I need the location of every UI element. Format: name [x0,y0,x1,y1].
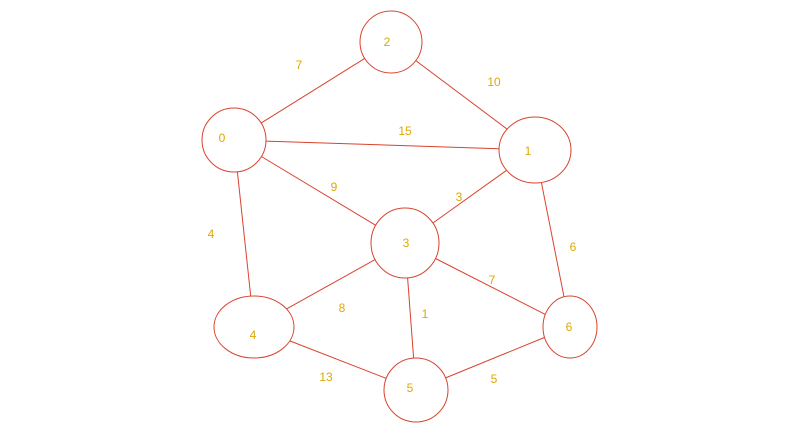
edge-weight-0-2: 7 [296,58,303,72]
node-circle-4 [213,295,295,359]
node-5: 5 [383,357,449,423]
node-0: 0 [201,107,267,173]
nodes-layer: 0 1 2 3 4 5 6 [201,10,598,423]
node-circle-6 [542,295,598,359]
edge-weight-5-6: 5 [491,372,498,386]
edge-0-3 [261,156,376,226]
node-circle-1 [498,116,572,184]
node-circle-3 [370,207,440,279]
node-2: 2 [359,10,423,74]
node-3: 3 [370,207,440,279]
edge-3-6 [435,258,546,315]
edge-weight-0-3: 9 [331,180,338,194]
node-circle-2 [359,10,423,74]
node-circle-5 [383,357,449,423]
node-6: 6 [542,295,598,359]
edge-0-4 [236,171,252,297]
node-1: 1 [498,116,572,184]
edge-weight-4-5: 13 [319,370,333,384]
edge-0-2 [260,57,365,124]
edge-weight-2-1: 10 [487,75,501,89]
edge-5-6 [445,336,545,379]
edges-layer [236,57,565,379]
edge-1-6 [540,182,565,297]
node-label-6: 6 [566,320,573,334]
node-label-0: 0 [219,131,226,145]
edge-4-5 [289,340,387,379]
edge-weight-1-3: 3 [456,190,463,204]
edge-weight-3-4: 8 [339,301,346,315]
node-label-4: 4 [250,328,257,342]
edge-2-1 [415,60,508,130]
edge-weight-0-4: 4 [208,227,215,241]
node-label-5: 5 [407,381,414,395]
edge-weight-3-5: 1 [422,307,429,321]
edge-3-4 [286,259,376,310]
node-label-1: 1 [525,144,532,158]
node-label-2: 2 [384,35,391,49]
edge-weight-3-6: 7 [489,273,496,287]
edge-weight-0-1: 15 [398,124,412,138]
node-label-3: 3 [403,236,410,250]
edge-0-1 [265,140,500,150]
node-circle-0 [201,107,267,173]
edge-1-3 [432,169,507,224]
node-4: 4 [213,295,295,359]
edge-3-5 [407,277,415,359]
edge-weight-1-6: 6 [570,240,577,254]
